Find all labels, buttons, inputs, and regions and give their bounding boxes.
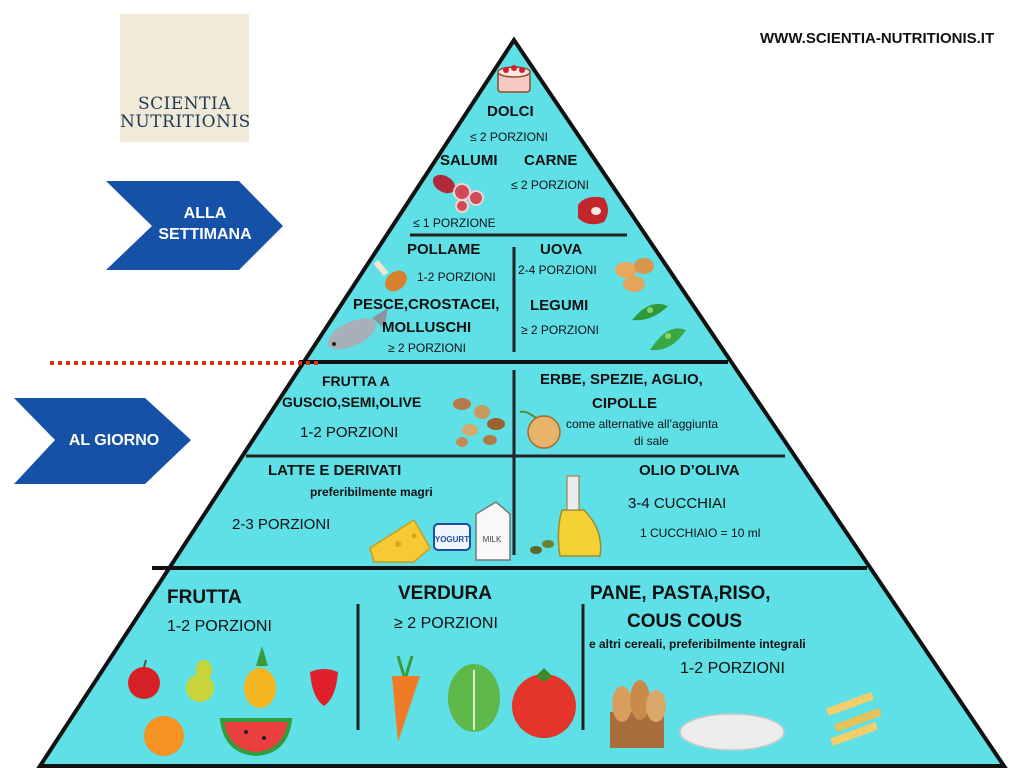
cheese-icon xyxy=(369,518,431,563)
latte-title: LATTE E DERIVATI xyxy=(268,462,402,479)
latte-note: preferibilmente magri xyxy=(310,485,433,499)
apple-icon xyxy=(128,659,160,699)
verdura-portion: ≥ 2 PORZIONI xyxy=(394,615,498,632)
pasta-icon xyxy=(826,692,882,746)
pyramid-body xyxy=(36,36,1008,768)
yogurt-label: YOGURT xyxy=(435,535,469,544)
frutta-guscio-portion: 1-2 PORZIONI xyxy=(300,424,399,441)
frutta-title: FRUTTA xyxy=(167,587,242,608)
uova-portion: 2-4 PORZIONI xyxy=(518,263,597,277)
carne-portion: ≤ 2 PORZIONI xyxy=(511,178,589,192)
legumi-title: LEGUMI xyxy=(530,297,589,314)
dolci-title: DOLCI xyxy=(487,103,534,120)
frutta-portion: 1-2 PORZIONI xyxy=(167,618,272,635)
cereali-note: e altri cereali, preferibilmente integra… xyxy=(589,637,806,651)
arrow-weekly-line-2: SETTIMANA xyxy=(158,226,252,243)
cereali-portion: 1-2 PORZIONI xyxy=(680,660,785,677)
cake-icon xyxy=(497,65,531,93)
arrow-daily-shape xyxy=(14,398,191,484)
onion-icon xyxy=(519,410,561,449)
olio-note: 1 CUCCHIAIO = 10 ml xyxy=(640,526,761,540)
salumi-portion: ≤ 1 PORZIONE xyxy=(413,216,496,230)
site-url: WWW.SCIENTIA-NUTRITIONIS.IT xyxy=(760,30,995,47)
watermelon-icon xyxy=(219,718,293,757)
cereali-title-1: PANE, PASTA,RISO, xyxy=(590,583,771,604)
poultry-icon xyxy=(373,259,407,292)
nuts-icon xyxy=(453,398,505,447)
fish-icon xyxy=(327,308,388,350)
salami-icon xyxy=(432,174,484,213)
pesce-title-1: PESCE,CROSTACEI, xyxy=(353,296,500,313)
cereali-title-2: COUS COUS xyxy=(627,611,743,632)
uova-title: UOVA xyxy=(540,241,583,258)
milk-carton-icon: MILK xyxy=(475,501,511,561)
legumi-portion: ≥ 2 PORZIONI xyxy=(521,323,599,337)
lettuce-icon xyxy=(448,664,500,732)
milk-label: MILK xyxy=(483,535,502,544)
orange-icon xyxy=(144,716,184,756)
eggs-icon xyxy=(615,258,654,292)
bread-basket-icon xyxy=(610,680,666,748)
rice-icon xyxy=(679,713,785,751)
pollame-portion: 1-2 PORZIONI xyxy=(417,270,496,284)
olive-oil-icon xyxy=(530,475,602,557)
dolci-portion: ≤ 2 PORZIONI xyxy=(470,130,548,144)
arrow-daily: AL GIORNO xyxy=(68,432,160,449)
logo-line-1: SCIENTIA xyxy=(138,94,231,114)
meat-icon xyxy=(578,196,608,225)
logo-line-2: NUTRITIONIS xyxy=(120,112,251,132)
olio-title: OLIO D’OLIVA xyxy=(639,462,740,479)
pineapple-icon xyxy=(244,646,276,708)
latte-portion: 2-3 PORZIONI xyxy=(232,516,331,533)
legumes-icon xyxy=(632,303,686,351)
arrow-weekly-shape xyxy=(106,181,283,270)
carrot-icon xyxy=(392,655,420,742)
logo: SCIENTIA NUTRITIONIS xyxy=(120,14,251,142)
erbe-note-2: di sale xyxy=(634,434,669,448)
carne-title: CARNE xyxy=(524,152,578,169)
pear-icon xyxy=(186,660,214,702)
verdura-title: VERDURA xyxy=(398,583,492,604)
pesce-title-2: MOLLUSCHI xyxy=(382,319,472,336)
frutta-guscio-title-1: FRUTTA A xyxy=(322,373,390,389)
pesce-portion: ≥ 2 PORZIONI xyxy=(388,341,466,355)
pollame-title: POLLAME xyxy=(407,241,481,258)
olio-portion: 3-4 CUCCHIAI xyxy=(628,495,727,512)
yogurt-icon: YOGURT xyxy=(433,523,471,551)
erbe-title-1: ERBE, SPEZIE, AGLIO, xyxy=(540,371,703,388)
salumi-title: SALUMI xyxy=(440,152,498,169)
strawberry-icon xyxy=(310,669,338,706)
erbe-note-1: come alternative all’aggiunta xyxy=(566,417,719,431)
tomato-icon xyxy=(512,668,576,738)
erbe-title-2: CIPOLLE xyxy=(592,395,658,412)
arrow-weekly-line-1: ALLA xyxy=(183,205,227,222)
frutta-guscio-title-2: GUSCIO,SEMI,OLIVE xyxy=(282,394,422,410)
arrow-weekly: ALLA SETTIMANA xyxy=(140,203,270,245)
